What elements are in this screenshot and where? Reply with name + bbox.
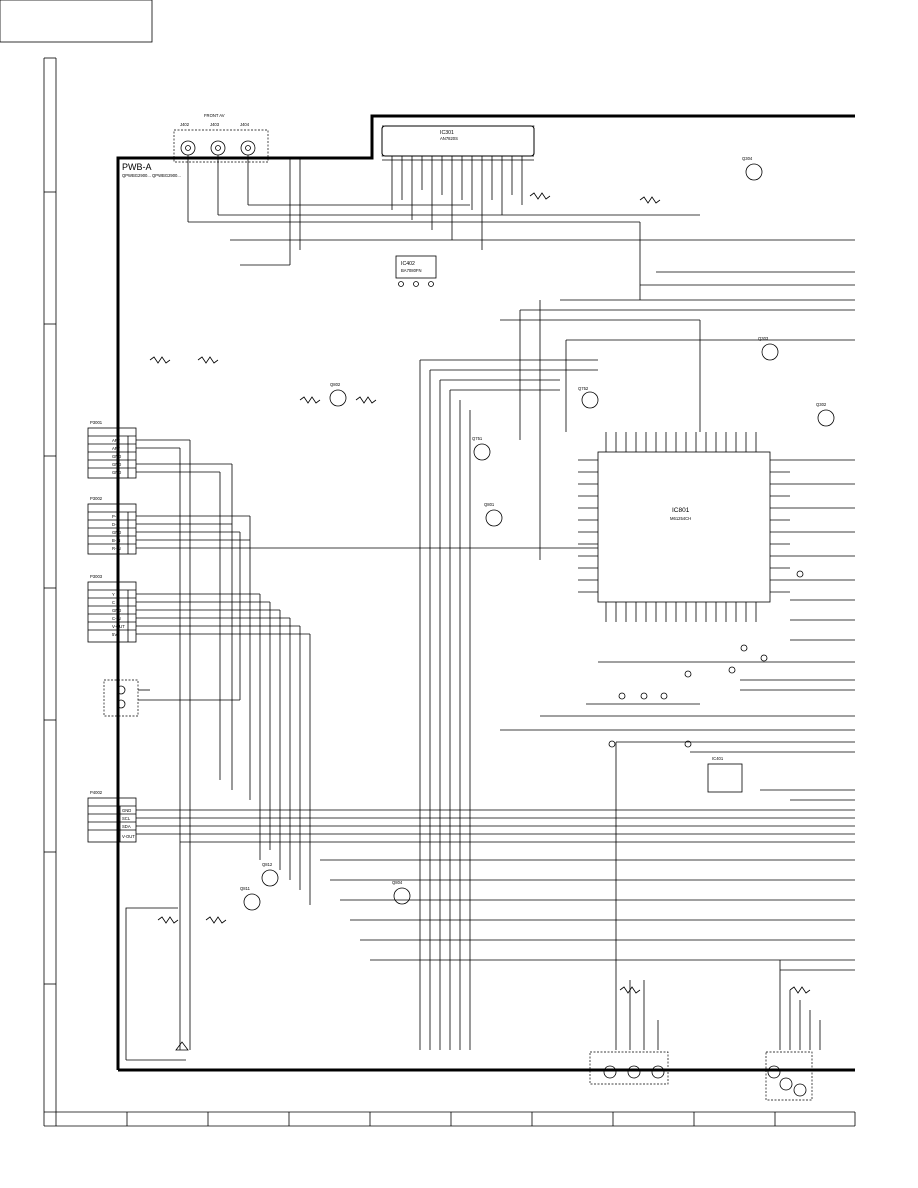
transistor-label: Q302 [816,402,827,407]
connector-pin-label: B-IN [112,538,120,543]
transistor-label: Q752 [578,386,589,391]
side-jack [103,679,139,717]
connector-p3002: P3002 P-D D-S GND B-IN R-IN [87,496,137,555]
front-av-jacks: FRONT AV J402 J403 J404 [173,113,269,163]
transistor-label: Q304 [742,156,753,161]
connector-ref: P3002 [90,496,103,501]
ic-part: BA7080FN [401,268,421,273]
transistor-label: Q804 [392,880,403,885]
connector-pin-label: GND [112,530,121,535]
connector-pin-label: SCL [122,816,131,821]
connector-pin-label: C [112,600,115,605]
ic-part: M61254CH [670,516,691,521]
board-part-numbers: QPWBG2900... QPWBG2900... [122,173,181,178]
board-name: PWB-A [122,162,152,172]
connector-pin-label: GND [112,608,121,613]
front-av-label: FRONT AV [204,113,225,118]
sheet-frame [43,57,856,1127]
ic-ref: IC301 [440,130,454,136]
connector-pin-label: SDA [122,824,131,829]
pwb-boundary [116,114,855,1072]
ic-part: AN7820S [440,136,458,141]
transistor-label: Q802 [330,382,341,387]
connector-pin-label: R-IN [112,546,121,551]
transistor-label: Q812 [262,862,273,867]
jack-label: J403 [210,122,220,127]
ic-ref: IC801 [672,507,690,514]
title-box [0,0,153,43]
ic402-block: IC402 BA7080FN [395,255,437,287]
ic-ref: IC402 [401,261,415,267]
connector-ref: P4002 [90,790,103,795]
jack-label: J402 [180,122,190,127]
transistor-label: Q811 [240,886,251,891]
connector-pin-label: GND [112,470,121,475]
connector-p3001: P3001 AFT AFT GND GND GND [87,420,137,479]
connector-pin-label: 5V [112,632,117,637]
connector-ref: P3003 [90,574,103,579]
wiring [136,155,855,1050]
ic301-block: IC301 AN7820S [381,125,535,250]
connector-pin-label: Y [112,592,115,597]
regulator-block [125,907,189,1061]
ic401-block: IC401 [707,756,743,793]
transistor-label: Q303 [758,336,769,341]
connector-pin-label: V-OUT [122,834,135,839]
jack-label: J404 [240,122,250,127]
connector-pin-label: D-S [112,522,119,527]
connector-p4002: P4002 GND SCL SDA V-OUT [87,790,137,843]
transistor-label: Q751 [472,436,483,441]
transistor-symbols: Q304 Q303 Q302 Q751 Q752 Q801 Q802 Q804 … [240,156,835,911]
bottom-jacks-right [765,1051,813,1101]
connector-pin-label: GND [112,462,121,467]
connector-pin-label: V-OUT [112,624,125,629]
test-points [608,570,804,748]
bottom-jacks-center [589,1051,669,1085]
connector-p3003: P3003 Y C GND C-IN V-OUT 5V [87,574,137,643]
connector-ref: P3001 [90,420,103,425]
connector-pin-label: AFT [112,446,120,451]
transistor-label: Q801 [484,502,495,507]
connector-pin-label: GND [112,454,121,459]
ic801-block: IC801 M61254CH [578,432,790,622]
connector-pin-label: C-IN [112,616,121,621]
connector-pin-label: AFT [112,438,120,443]
connector-pin-label: P-D [112,514,119,519]
ic-ref: IC401 [712,756,724,761]
connector-pin-label: GND [122,808,131,813]
